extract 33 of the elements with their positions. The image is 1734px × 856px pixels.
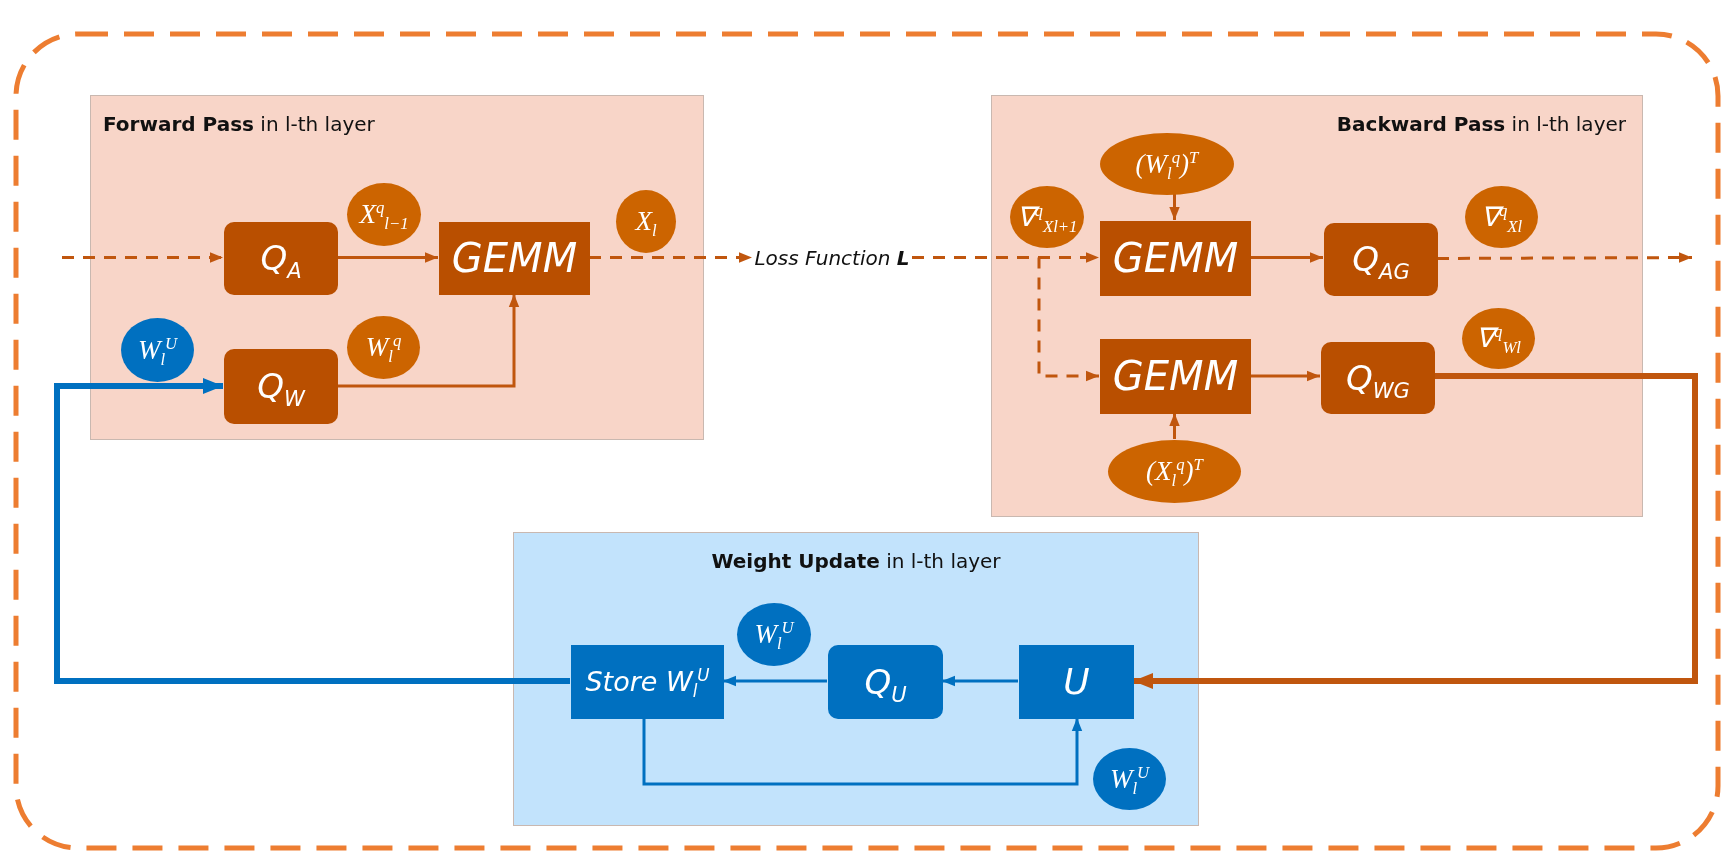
process-box: Q$_{WG}$ — [1321, 342, 1435, 414]
arrow — [1250, 252, 1323, 263]
process-box: GEMM — [439, 222, 590, 295]
process-box: Q$_{U}$ — [828, 645, 943, 719]
process-box: Q$_{W}$ — [224, 349, 338, 424]
arrow — [723, 675, 827, 687]
layer-panel — [513, 532, 1199, 826]
variable-ellipse: X$_{l}$ — [616, 190, 676, 253]
arrow — [1169, 194, 1180, 220]
arrow — [642, 718, 1083, 786]
arrow — [337, 294, 520, 388]
arrow — [589, 252, 752, 263]
arrow — [1133, 373, 1698, 689]
panel-title: Forward Pass in l-th layer — [103, 112, 375, 136]
process-box: U — [1019, 645, 1134, 719]
variable-ellipse: (X$_{l}$$^{q}$)$^{T}$ — [1108, 440, 1241, 503]
arrow — [1437, 252, 1692, 263]
process-box: GEMM — [1100, 221, 1251, 296]
layer-panel — [991, 95, 1643, 517]
arrow — [337, 252, 438, 263]
arrow — [62, 252, 223, 263]
process-box: Q$_{AG}$ — [1324, 223, 1438, 296]
arrow — [1169, 413, 1180, 439]
arrow — [54, 378, 570, 684]
process-box: Q$_{A}$ — [224, 222, 338, 295]
panel-title: Weight Update in l-th layer — [711, 549, 1001, 573]
arrow — [1250, 370, 1320, 382]
arrow — [942, 675, 1018, 687]
loss-function-label: Loss Function L — [752, 244, 912, 272]
panel-title: Backward Pass in l-th layer — [1336, 112, 1626, 136]
layer-panel — [90, 95, 704, 440]
process-box: GEMM — [1100, 339, 1251, 414]
variable-ellipse: (W$_{l}$$^{q}$)$^{T}$ — [1100, 133, 1234, 195]
